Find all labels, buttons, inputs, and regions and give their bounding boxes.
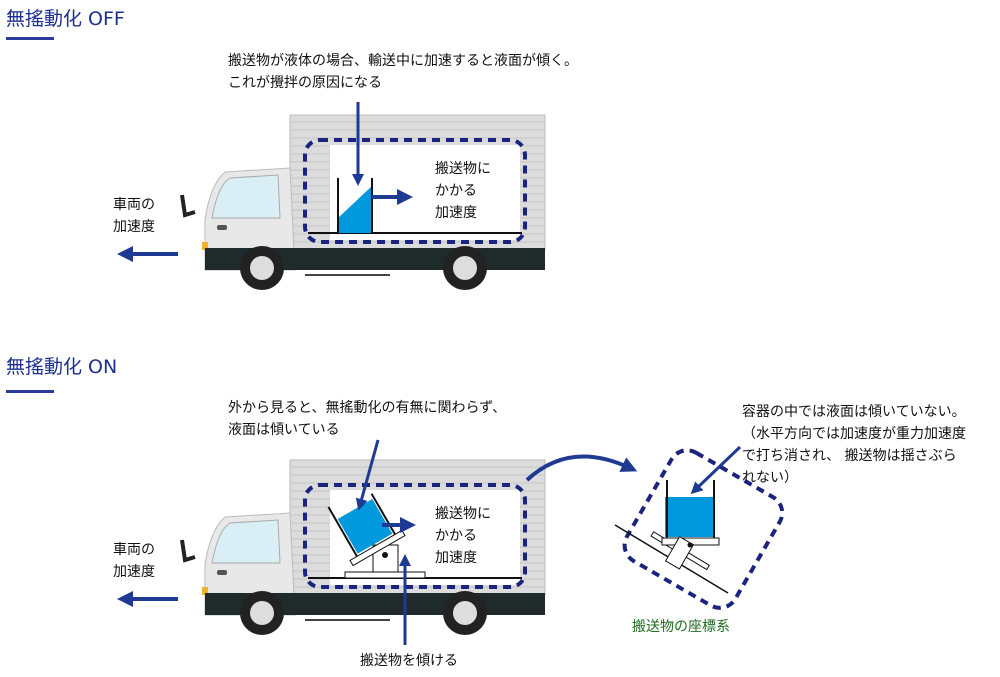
section-title-off: 無搖動化 OFF: [6, 8, 125, 30]
label-line: かかる: [435, 183, 477, 199]
note-line: れない）: [742, 470, 798, 486]
vehicle-accel-label-off: 車両の 加速度: [113, 194, 155, 238]
cargo-accel-label-on: 搬送物に かかる 加速度: [435, 503, 491, 569]
label-line: かかる: [435, 528, 477, 544]
note-line: で打ち消され、 搬送物は揺さぶら: [742, 448, 957, 464]
curved-arrow: [525, 454, 638, 482]
annotation-line: 外から見ると、無搖動化の有無に関わらず、: [228, 400, 507, 416]
label-line: 搬送物に: [435, 161, 491, 177]
label-line: 加速度: [435, 205, 477, 221]
label-line: 加速度: [113, 564, 155, 580]
tilted-container: [327, 493, 406, 567]
annotation-line: 搬送物が液体の場合、輸送中に加速すると液面が傾く。: [228, 53, 578, 69]
note-line: 容器の中では液面は傾いていない。: [742, 404, 966, 420]
cargo-coordinate-frame: [614, 445, 785, 610]
title-underline: [6, 390, 54, 393]
tilted-liquid: [338, 186, 372, 233]
title-underline: [6, 37, 54, 40]
annotation-off: 搬送物が液体の場合、輸送中に加速すると液面が傾く。 これが攪拌の原因になる: [228, 50, 578, 94]
frame-label: 搬送物の座標系: [632, 619, 730, 635]
annotation-line: これが攪拌の原因になる: [228, 75, 382, 91]
label-line: 加速度: [113, 219, 155, 235]
label-line: 車両の: [113, 542, 155, 558]
tilt-label: 搬送物を傾ける: [360, 653, 458, 669]
vehicle-accel-label-on: 車両の 加速度: [113, 539, 155, 583]
annotation-line: 液面は傾いている: [228, 422, 340, 438]
label-line: 搬送物に: [435, 506, 491, 522]
annotation-arrow-on: [355, 439, 380, 511]
note-line: （水平方向では加速度が重力加速度: [742, 426, 966, 442]
inside-note: 容器の中では液面は傾いていない。 （水平方向では加速度が重力加速度 で打ち消され…: [742, 401, 966, 489]
annotation-on: 外から見ると、無搖動化の有無に関わらず、 液面は傾いている: [228, 397, 506, 441]
label-line: 車両の: [113, 197, 155, 213]
label-line: 加速度: [435, 550, 477, 566]
cargo-accel-label-off: 搬送物に かかる 加速度: [435, 158, 491, 224]
section-title-on: 無搖動化 ON: [6, 356, 118, 378]
